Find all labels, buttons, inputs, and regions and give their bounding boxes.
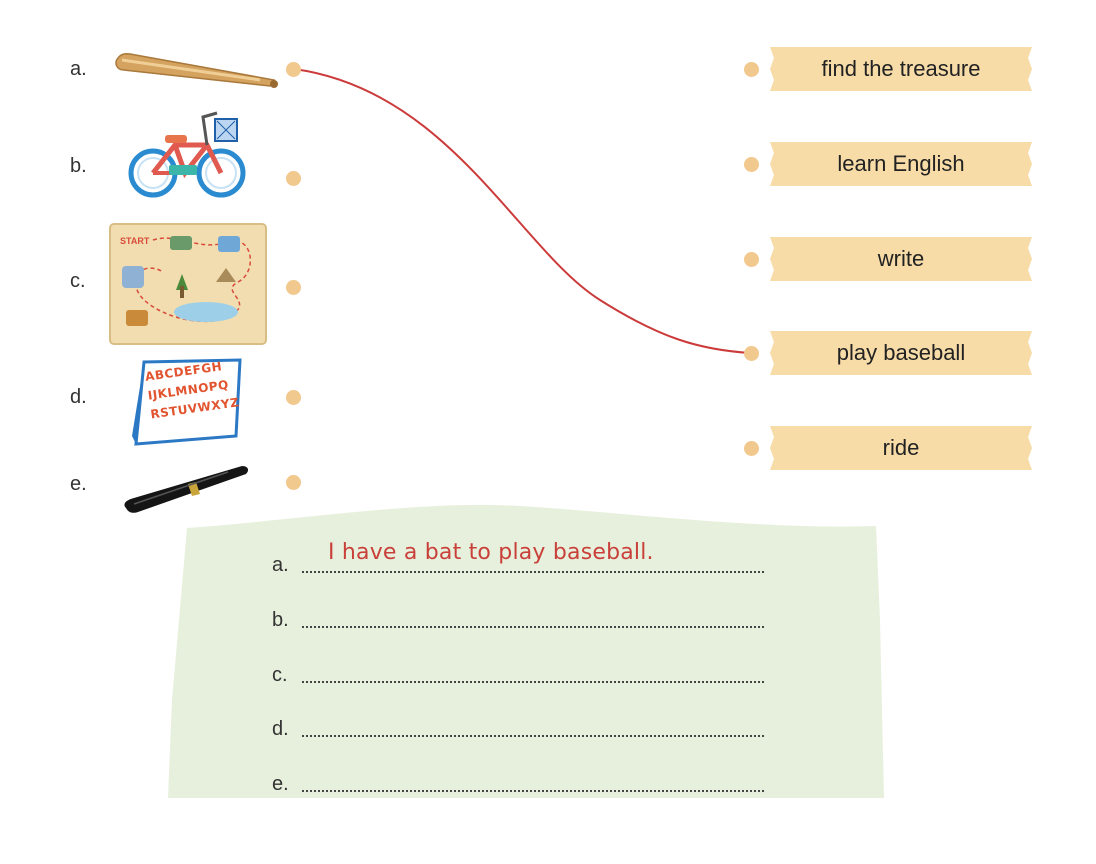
answer-letter-d: d. [272,718,289,740]
answer-line-c[interactable] [302,681,764,683]
item-letter-e: e. [70,473,87,495]
label-play-baseball: play baseball [770,331,1032,375]
label-learn-english: learn English [770,142,1032,186]
answer-letter-e: e. [272,773,289,795]
answer-letter-b: b. [272,609,289,631]
item-letter-b: b. [70,155,87,177]
match-dot-b[interactable] [286,171,301,186]
match-dot-play-baseball[interactable] [744,346,759,361]
label-find-the-treasure: find the treasure [770,47,1032,91]
match-dot-c[interactable] [286,280,301,295]
label-ride: ride [770,426,1032,470]
item-letter-c: c. [70,270,86,292]
answer-line-a[interactable] [302,571,764,573]
bicycle-icon [128,111,246,198]
answer-letter-c: c. [272,664,288,686]
item-letter-d: d. [70,386,87,408]
baseball-bat-icon [115,53,278,88]
match-dot-find-the-treasure[interactable] [744,62,759,77]
answer-line-e[interactable] [302,790,764,792]
match-dot-ride[interactable] [744,441,759,456]
answer-letter-a: a. [272,554,289,576]
alphabet-card-stand-icon [132,358,242,446]
match-dot-learn-english[interactable] [744,157,759,172]
match-dot-d[interactable] [286,390,301,405]
answer-line-b[interactable] [302,626,764,628]
pen-icon [124,466,249,513]
alphabet-card-icon: ABCDEFGH IJKLMNOPQ RSTUVWXYZ [130,358,242,450]
match-dot-write[interactable] [744,252,759,267]
label-write: write [770,237,1032,281]
map-start-label: START [120,236,150,246]
answer-line-d[interactable] [302,735,764,737]
match-dot-e[interactable] [286,475,301,490]
item-letter-a: a. [70,58,87,80]
answer-text-a: I have a bat to play baseball. [328,540,654,565]
match-dot-a[interactable] [286,62,301,77]
treasure-map-icon: START [109,223,267,345]
